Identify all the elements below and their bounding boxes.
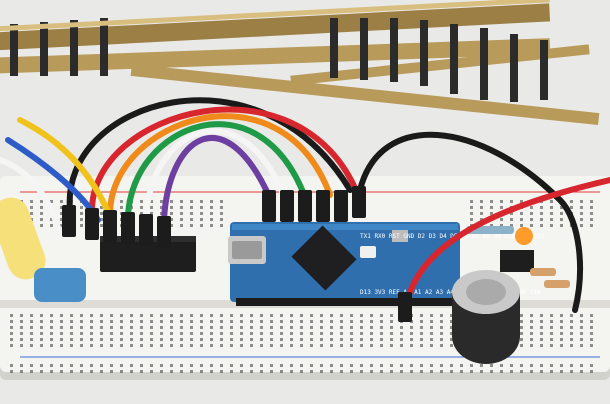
wire-connectors (62, 186, 412, 322)
board-silkscreen-top: TX1 RX0 RST GND D2 D3 D4 D5 D6 D7 D8 D9 … (360, 233, 545, 240)
breadboard-holes (10, 200, 593, 373)
electrolytic-capacitor (452, 270, 520, 364)
board-silkscreen-bottom: D13 3V3 REF A0 A1 A2 A3 A4 A5 A6 A7 5V R… (360, 289, 541, 296)
jumper-wires (0, 97, 610, 313)
led (515, 227, 533, 245)
small-ic (500, 250, 534, 272)
railway-track (0, 0, 600, 126)
arduino-nano-board: TX1 RX0 RST GND D2 D3 D4 D5 D6 D7 D8 D9 … (228, 222, 545, 306)
yellow-cylinder (0, 197, 86, 302)
